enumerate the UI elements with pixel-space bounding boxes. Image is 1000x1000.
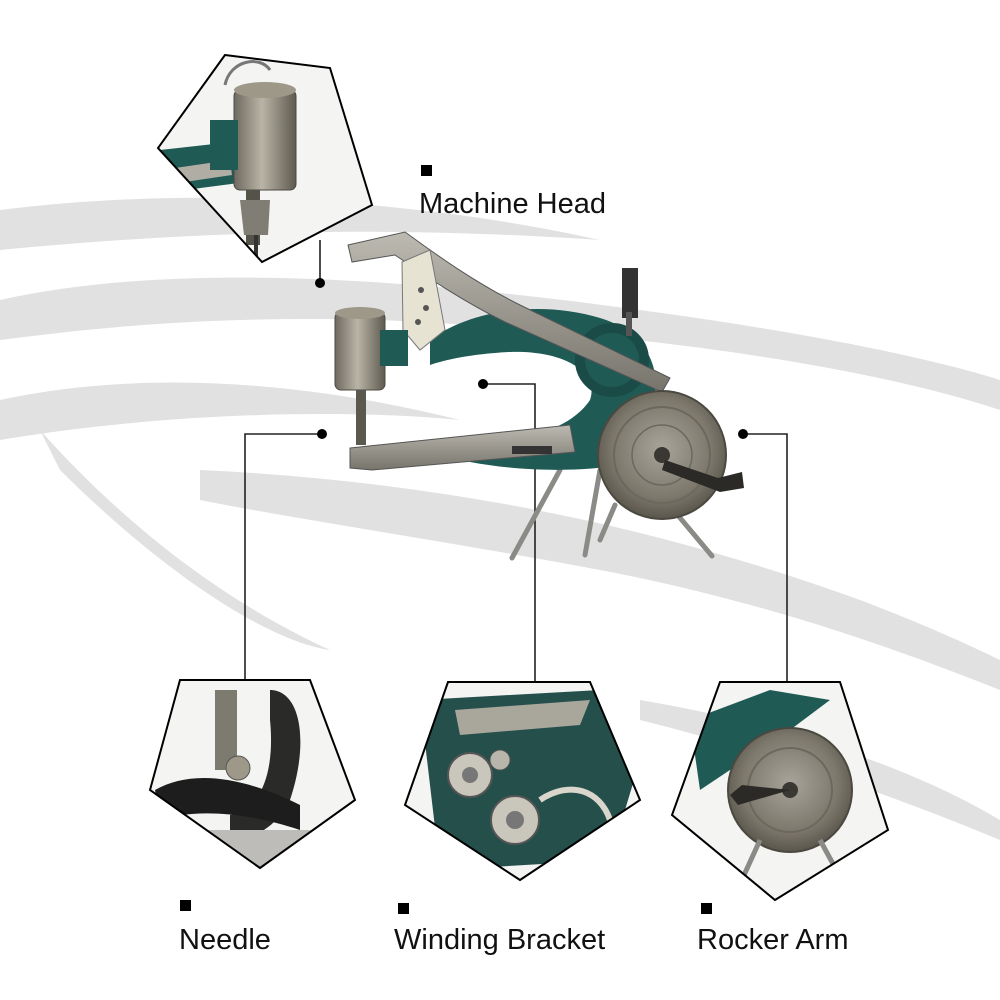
machine-head-bullet <box>421 165 432 176</box>
needle-bullet <box>180 900 191 911</box>
winding-bracket-bullet <box>398 903 409 914</box>
inset-rocker-arm <box>670 681 890 902</box>
thread-spool <box>622 268 638 318</box>
inset-machine-head <box>156 53 374 264</box>
thread-guide-plate <box>401 249 446 351</box>
inset-frame <box>670 681 890 902</box>
connector-lines <box>244 240 788 688</box>
cobbler-sewing-machine <box>334 231 744 561</box>
inset-frame <box>156 53 374 264</box>
label-machine-head: Machine Head <box>419 188 606 220</box>
connector-dots <box>315 278 748 439</box>
inset-frame <box>403 681 642 882</box>
head-cylinder <box>334 311 386 391</box>
label-needle: Needle <box>179 924 271 956</box>
hand-wheel <box>597 390 744 520</box>
horn-arm <box>349 424 576 471</box>
inset-frame <box>148 679 357 870</box>
inset-winding-bracket <box>403 681 642 882</box>
rocker-arm-bullet <box>701 903 712 914</box>
inset-needle <box>148 679 357 870</box>
label-winding-bracket: Winding Bracket <box>394 924 606 956</box>
label-rocker-arm: Rocker Arm <box>697 924 849 956</box>
